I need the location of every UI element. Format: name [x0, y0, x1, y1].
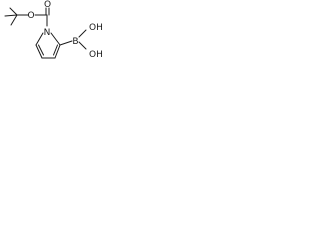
- ring-double-bond-c3-c2: [53, 44, 58, 56]
- boc-pyrrole-boronic-acid-structure: O O N B OH OH: [4, 0, 103, 60]
- hydroxyl-top-label: OH: [89, 23, 103, 33]
- tbutyl-methyl-bond-bottom: [10, 14, 18, 26]
- ring-to-boron-bond: [59, 40, 73, 46]
- ring-bond-n-c5: [35, 32, 44, 46]
- ring-nitrogen-label: N: [44, 28, 51, 38]
- boron-label: B: [72, 37, 78, 47]
- ring-bond-c2-n: [50, 32, 61, 46]
- hydroxyl-bottom-label: OH: [89, 50, 103, 60]
- tbutyl-methyl-bond-top: [9, 7, 18, 16]
- tbutyl-methyl-bond-left: [4, 14, 18, 17]
- ring-bond-c3-c2: [54, 44, 61, 59]
- ester-oxygen-label: O: [27, 11, 34, 21]
- ring-bond-c5-c4: [35, 44, 43, 59]
- boron-to-hydroxyl-top-bond: [78, 29, 87, 38]
- carbonyl-oxygen-label: O: [44, 0, 51, 10]
- ring-double-bond-c5-c4: [38, 44, 44, 56]
- boron-to-hydroxyl-bottom-bond: [78, 41, 87, 50]
